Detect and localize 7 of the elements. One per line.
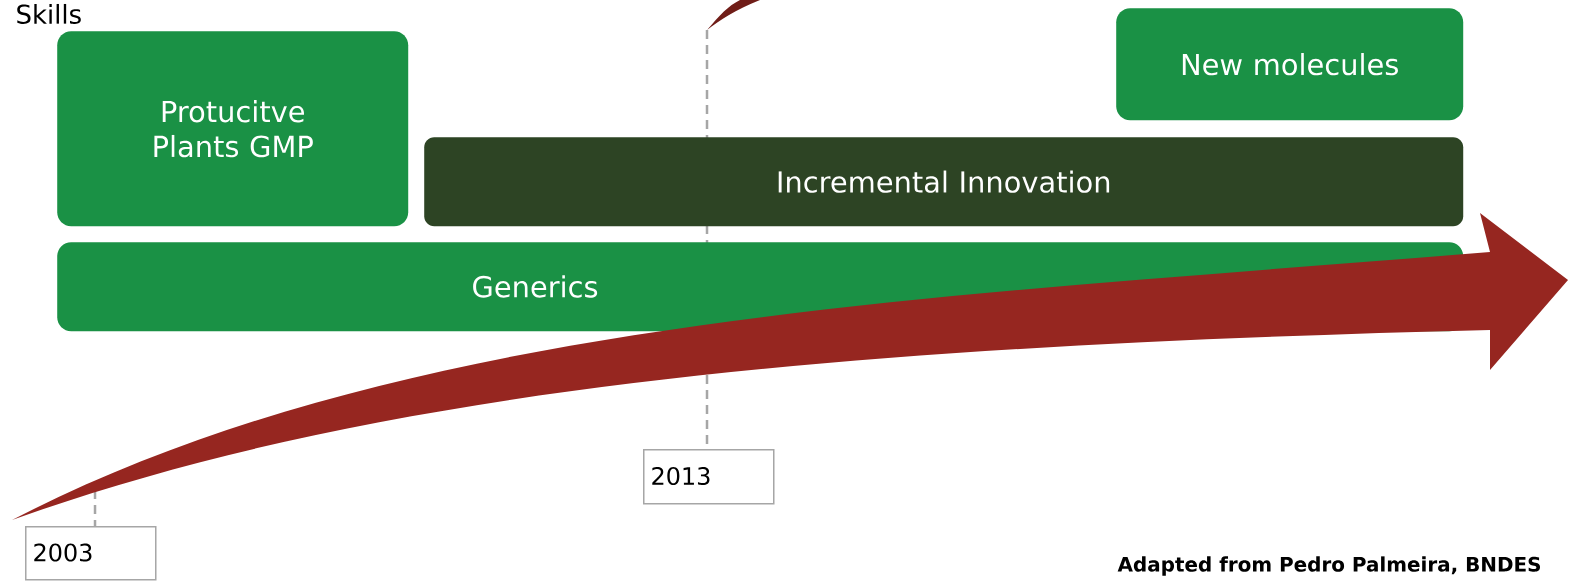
year-box: 2013: [643, 449, 775, 505]
category-box: Protucitve Plants GMP: [57, 31, 409, 227]
category-box: Incremental Innovation: [424, 137, 1464, 227]
axis-label: Skills: [17, 3, 81, 24]
source-note: Adapted from Pedro Palmeira, BNDES: [1117, 556, 1540, 576]
year-box: 2003: [25, 526, 157, 581]
category-box: New molecules: [1116, 8, 1464, 121]
